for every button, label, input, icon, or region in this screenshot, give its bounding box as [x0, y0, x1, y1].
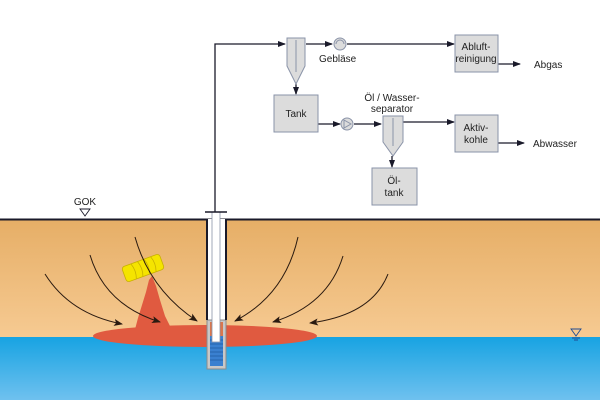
- oil-tank-label-1: Öl-: [387, 175, 400, 187]
- activated-carbon-unit: [454, 114, 499, 153]
- water-table-marker-icon: [570, 328, 582, 341]
- activated-carbon-text: Aktiv-kohle: [464, 123, 489, 146]
- exhaust-treatment-label-1: Abluft-: [462, 42, 491, 53]
- soil-layer: [0, 219, 600, 337]
- oil-water-separator: [382, 115, 404, 157]
- blower-icon: [333, 37, 347, 51]
- leaking-drum: [121, 254, 165, 282]
- exhaust-treatment-text: Abluft-reinigung: [455, 42, 496, 65]
- waste-water-label: Abwasser: [533, 139, 578, 150]
- extraction-well: [205, 211, 227, 370]
- soil-gas-flow-arrows: [44, 236, 389, 326]
- oil-tank-text: Öl-tank: [385, 175, 405, 199]
- pipe-well-to-cyclone: [214, 41, 286, 212]
- contamination-plume-column: [133, 276, 182, 337]
- tank-label: Tank: [285, 109, 307, 120]
- pump-icon: [340, 117, 354, 131]
- groundwater-layer: [0, 337, 600, 400]
- contamination-plume-lens: [93, 325, 317, 347]
- exhaust-treatment-label-2: reinigung: [455, 54, 496, 65]
- activated-carbon-label-2: kohle: [464, 135, 488, 146]
- cyclone-separator: [286, 37, 306, 86]
- separator-label-1: Öl / Wasser-: [364, 92, 419, 104]
- separator-label-2: separator: [371, 104, 414, 115]
- separator-text: Öl / Wasser-separator: [364, 92, 419, 115]
- tank-unit: [273, 94, 319, 133]
- exhaust-gas-label: Abgas: [534, 60, 562, 71]
- oil-tank-label-2: tank: [385, 188, 405, 199]
- ground-level-label: GOK: [74, 197, 97, 208]
- oil-tank-unit: [371, 167, 418, 206]
- blower-label: Gebläse: [319, 54, 357, 65]
- exhaust-treatment-unit: [454, 34, 499, 73]
- ground-level-marker-icon: [79, 208, 91, 217]
- activated-carbon-label-1: Aktiv-: [464, 123, 489, 134]
